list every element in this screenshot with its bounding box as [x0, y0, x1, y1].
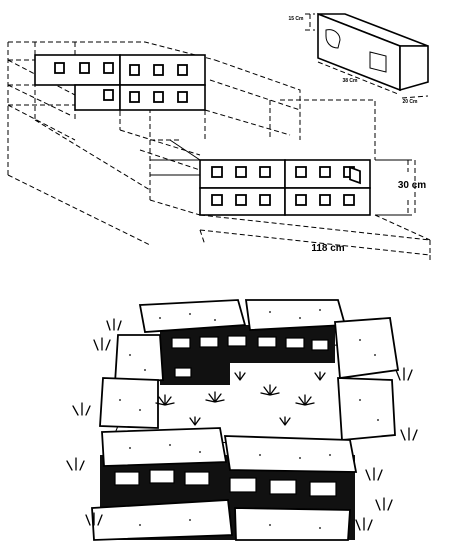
back-block-row — [160, 325, 335, 385]
cap-stones — [91, 299, 400, 541]
front-wall-blocks — [150, 139, 371, 216]
block-depth-label: 20 Cm — [402, 99, 418, 105]
block-height-label: 15 Cm — [288, 16, 304, 22]
width-dimension: 118 cm — [199, 229, 431, 260]
single-block-inset: 15 Cm 38 Cm 20 Cm — [288, 12, 429, 185]
block-length-label: 38 Cm — [342, 78, 358, 84]
seedlings — [155, 371, 326, 426]
height-label: 30 cm — [398, 180, 426, 191]
width-label: 118 cm — [311, 243, 344, 254]
raised-bed-illustration — [66, 299, 418, 541]
block-hole — [211, 166, 355, 206]
back-wall-blocks — [34, 54, 206, 111]
grass-tufts — [66, 318, 418, 531]
stone-texture — [119, 309, 379, 529]
height-dimension: 30 cm — [380, 159, 426, 216]
block-hole — [54, 62, 188, 103]
